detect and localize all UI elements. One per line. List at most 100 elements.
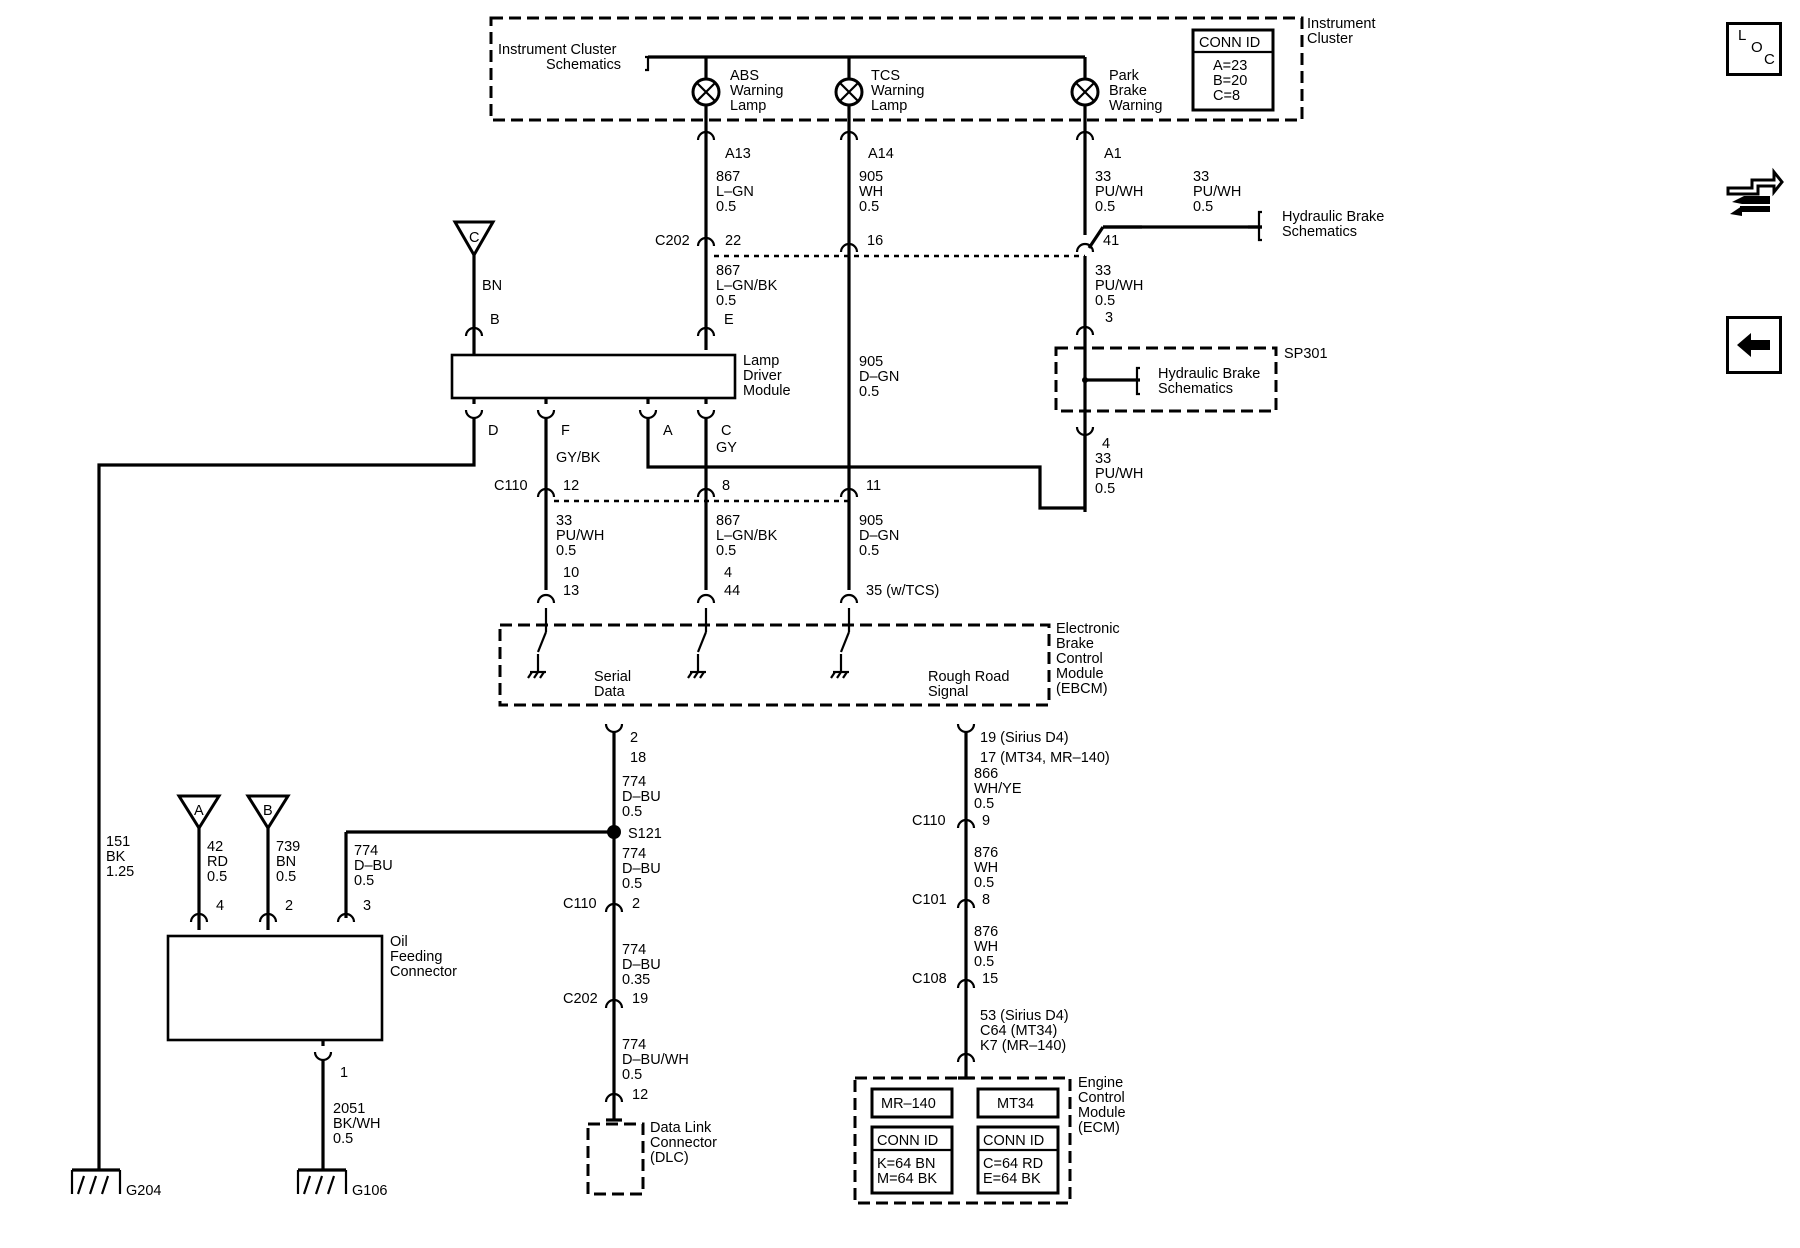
lamp-driver-module [450,353,737,400]
wire-2051-1: 2051 [333,1101,365,1117]
pin-ecm-53: 53 (Sirius D4) [980,1008,1069,1024]
wire-876-b-1: 876 [974,924,998,940]
back-button[interactable] [1726,316,1782,374]
park-brake-warning-lamp-icon [1070,77,1100,107]
abs-lamp-label-3: Lamp [730,98,766,114]
pin-ebcm-44: 44 [724,583,740,599]
conn-c110-top: C110 [494,478,528,494]
pin-c202-22: 22 [725,233,741,249]
pin-ldm-b: B [490,312,500,328]
wire-876-a-3: 0.5 [974,875,994,891]
wire-905-bot-3: 0.5 [859,543,879,559]
wire-2051-3: 0.5 [333,1131,353,1147]
location-button[interactable]: L O C [1726,22,1782,76]
wire-33-low-1: 33 [1095,451,1111,467]
wire-867-mid-3: 0.5 [716,293,736,309]
wire-33-top-2: PU/WH [1095,184,1143,200]
ecm-label-1: Engine [1078,1075,1123,1091]
pin-c110-11: 11 [866,478,881,494]
dlc-box [586,1122,645,1196]
loc-letter-o: O [1751,39,1763,56]
serial-data-label-1: Serial [594,669,631,685]
ebcm-switch-3 [830,608,851,679]
pin-ofc-4: 4 [216,898,224,914]
wire-866-1: 866 [974,766,998,782]
wire-866-2: WH/YE [974,781,1022,797]
offpage-connector-c [452,220,496,259]
ecm-conn-right-table [976,1125,1060,1195]
ic-conn-id-a: A=23 [1213,58,1247,74]
wire-151-1: 151 [106,834,130,850]
ecm-label-3: Module [1078,1105,1126,1121]
conn-c202-top: C202 [655,233,690,249]
connector-views-icon[interactable] [1722,158,1786,228]
wire-905-mid-1: 905 [859,354,883,370]
hyd-ref-sp301-2: Schematics [1158,381,1233,397]
back-arrow-icon [1737,333,1770,357]
conn-c101: C101 [912,892,947,908]
wire-bn: BN [482,278,502,294]
pin-ecm-c64: C64 (MT34) [980,1023,1057,1039]
wire-905-mid-3: 0.5 [859,384,879,400]
wire-774-c-3: 0.35 [622,972,650,988]
offpage-c-label: C [469,230,479,246]
abs-lamp-label-2: Warning [730,83,783,99]
wire-33-low-3: 0.5 [1095,481,1115,497]
ic-title-1: Instrument [1307,16,1376,32]
wire-2051-2: BK/WH [333,1116,381,1132]
wire-33-bot-1: 33 [556,513,572,529]
wire-774-ofc-2: D–BU [354,858,393,874]
wire-33-hyd-1: 33 [1193,169,1209,185]
wire-905-mid-2: D–GN [859,369,899,385]
oil-feeding-connector [166,934,384,1042]
wire-876-a-2: WH [974,860,998,876]
wire-33-top-3: 0.5 [1095,199,1115,215]
ecm-label-2: Control [1078,1090,1125,1106]
wire-42-3: 0.5 [207,869,227,885]
wire-876-b-2: WH [974,939,998,955]
wire-33-mid-3: 0.5 [1095,293,1115,309]
pin-ebcm-18: 18 [630,750,646,766]
loc-letter-l: L [1738,27,1747,44]
ldm-label-1: Lamp [743,353,779,369]
rough-road-label-2: Signal [928,684,968,700]
tcs-lamp-label-2: Warning [871,83,924,99]
wire-867-bot-2: L–GN/BK [716,528,778,544]
hyd-ref-top-2: Schematics [1282,224,1357,240]
ecm-mr140: MR–140 [881,1096,936,1112]
ecm-conn-right-c: C=64 RD [983,1156,1043,1172]
conn-s121: S121 [628,826,662,842]
pin-ofc-3: 3 [363,898,371,914]
wire-739-1: 739 [276,839,300,855]
rough-road-label-1: Rough Road [928,669,1009,685]
pin-c110-9: 9 [982,813,990,829]
ic-conn-id-header: CONN ID [1199,35,1260,51]
wire-151-3: 1.25 [106,864,134,880]
wire-gy: GY [716,440,737,456]
ofc-label-1: Oil [390,934,408,950]
ecm-mr140-box [870,1087,954,1119]
wire-867-bot-1: 867 [716,513,740,529]
pin-ldm-f: F [561,423,570,439]
serial-data-label-2: Data [594,684,626,700]
pin-a13: A13 [725,146,751,162]
wire-905-top-2: WH [859,184,883,200]
pin-ebcm-10: 10 [563,565,579,581]
abs-lamp-label-1: ABS [730,68,759,84]
wire-905-bot-2: D–GN [859,528,899,544]
wire-33-hyd-2: PU/WH [1193,184,1241,200]
ecm-conn-left-header: CONN ID [877,1133,938,1149]
wire-867-top-1: 867 [716,169,740,185]
wire-867-top-3: 0.5 [716,199,736,215]
ebcm-label-3: Control [1056,651,1103,667]
pin-c110-2: 2 [632,896,640,912]
offpage-connector-b [245,794,291,831]
offpage-a-label: A [194,803,204,819]
wire-867-mid-1: 867 [716,263,740,279]
hyd-ref-sp301-1: Hydraulic Brake [1158,366,1260,382]
ebcm-switch-2 [687,608,708,679]
ground-g204: G204 [126,1183,161,1199]
wire-33-bot-3: 0.5 [556,543,576,559]
wire-774-a-1: 774 [622,774,646,790]
park-lamp-label-1: Park [1109,68,1140,84]
